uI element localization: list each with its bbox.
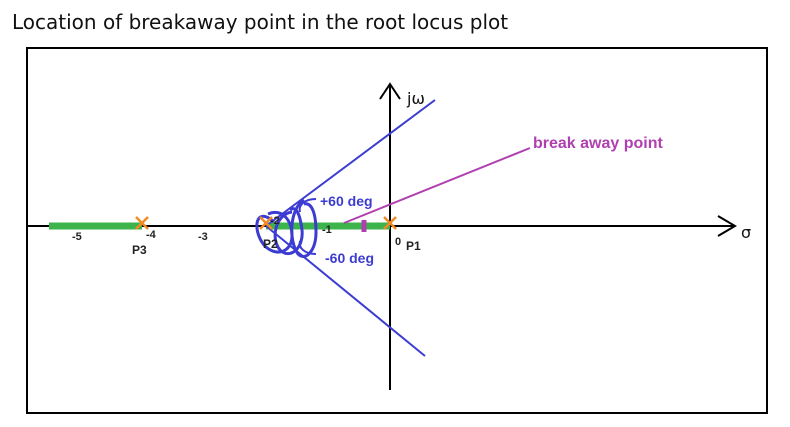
breakaway-pointer-line	[343, 147, 531, 224]
asymptote-upper	[265, 99, 436, 227]
pole-label: P1	[406, 239, 421, 253]
real-axis-label: σ	[741, 223, 751, 242]
breakaway-point-label: break away point	[533, 135, 663, 152]
tick-label: -1	[322, 224, 332, 236]
tick-label: -4	[146, 229, 157, 241]
pole-x-stroke	[259, 216, 273, 230]
imaginary-axis-label: jω	[406, 89, 425, 108]
pole-x-stroke	[135, 216, 149, 230]
tick-label: -3	[198, 231, 208, 243]
angle-label-lower: -60 deg	[325, 250, 374, 266]
tick-label: -5	[72, 231, 82, 243]
angle-arc-upper	[298, 198, 317, 213]
pole-label: P2	[263, 237, 278, 251]
angle-arc-lower	[298, 240, 317, 255]
asymptote-lower	[265, 225, 426, 357]
imaginary-axis-arrowhead	[379, 82, 401, 100]
tick-label: 0	[395, 236, 401, 248]
pole-marker	[383, 216, 397, 230]
pole-x-stroke	[383, 216, 397, 230]
page-title: Location of breakaway point in the root …	[12, 10, 509, 34]
pole-marker	[259, 216, 273, 230]
pole-label: P3	[132, 243, 147, 257]
tick-label: -2	[270, 215, 280, 227]
angle-label-upper: +60 deg	[320, 193, 373, 209]
breakaway-point-marker	[361, 220, 367, 232]
real-axis-arrowhead	[717, 215, 737, 237]
plot-frame	[26, 47, 768, 414]
pole-marker	[135, 216, 149, 230]
